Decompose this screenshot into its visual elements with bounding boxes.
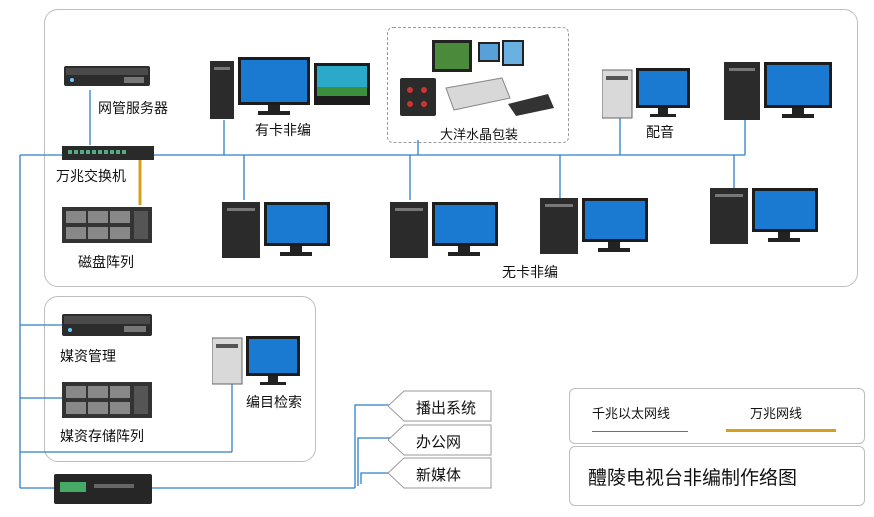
cardless-workstation-1-icon <box>222 200 332 267</box>
output-office-label: 办公网 <box>416 434 462 451</box>
card-editing-label: 有卡非编 <box>255 122 311 138</box>
nms-server-label: 网管服务器 <box>98 100 168 116</box>
media-manage-label: 媒资管理 <box>60 348 116 364</box>
workstation-top-right-icon <box>724 60 834 127</box>
crystal-pack-equipment-icon <box>398 38 558 125</box>
dubbing-label: 配音 <box>646 124 674 140</box>
crystal-pack-label: 大洋水晶包装 <box>440 127 519 142</box>
cardless-workstation-4-icon <box>710 186 820 253</box>
legend-ten-gigabit-line <box>726 429 836 432</box>
media-storage-array-icon <box>62 380 152 425</box>
cardless-workstation-3-icon <box>540 196 650 263</box>
media-manage-server-icon <box>62 310 152 345</box>
legend-gigabit-label: 千兆以太网线 <box>592 406 671 421</box>
legend-gigabit-line <box>592 431 688 432</box>
crystal-group-box <box>387 27 569 143</box>
catalog-search-label: 编目检索 <box>246 394 302 410</box>
output-office-box: 办公网 <box>388 424 492 456</box>
disk-array-icon <box>62 205 152 250</box>
output-newmedia-box: 新媒体 <box>388 457 492 489</box>
media-storage-label: 媒资存储阵列 <box>60 428 144 444</box>
nms-server-icon <box>64 62 150 95</box>
output-broadcast-box: 播出系统 <box>388 390 492 422</box>
switch-label: 万兆交换机 <box>56 168 126 184</box>
cardless-editing-label: 无卡非编 <box>502 264 558 280</box>
disk-array-label: 磁盘阵列 <box>78 254 134 270</box>
dubbing-workstation-icon <box>601 66 692 127</box>
legend-ten-gigabit-label: 万兆网线 <box>750 406 803 421</box>
catalog-search-workstation-icon <box>211 334 302 393</box>
output-encoder-icon <box>54 472 152 511</box>
legend-box: 千兆以太网线 万兆网线 <box>569 388 865 444</box>
output-broadcast-label: 播出系统 <box>416 400 477 417</box>
title-box: 醴陵电视台非编制作络图 <box>569 446 865 506</box>
cardless-workstation-2-icon <box>390 200 500 267</box>
diagram-title: 醴陵电视台非编制作络图 <box>588 468 798 489</box>
card-editing-workstation-icon <box>210 55 375 126</box>
switch-icon <box>62 144 154 167</box>
output-newmedia-label: 新媒体 <box>416 467 462 484</box>
